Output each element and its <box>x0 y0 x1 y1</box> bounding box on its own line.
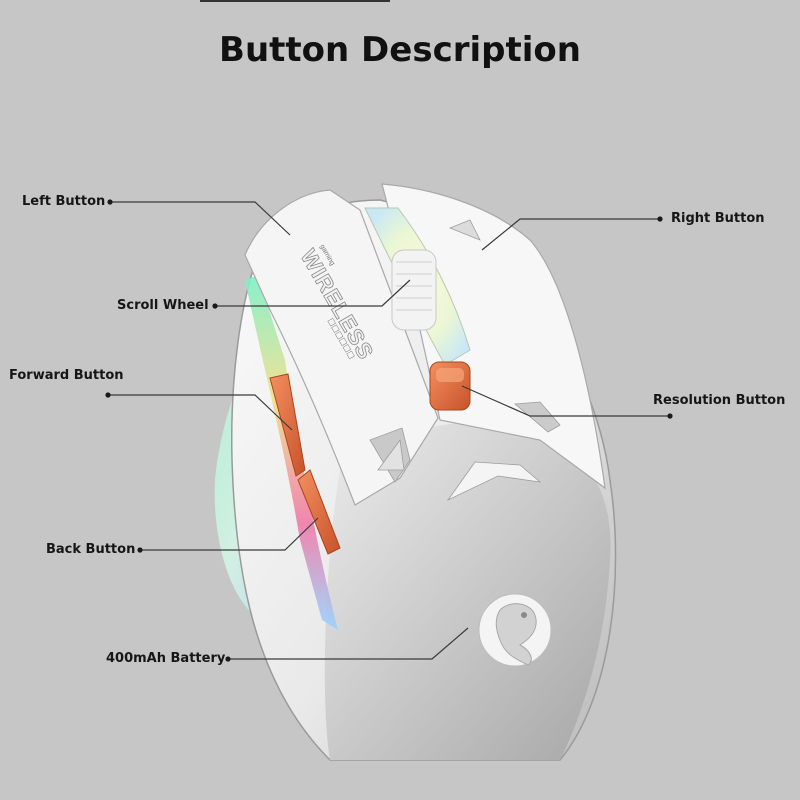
chevron-logo-right-icon <box>446 219 561 502</box>
dragon-logo-icon <box>478 593 552 667</box>
leader-battery <box>228 627 469 660</box>
label-scroll-wheel: Scroll Wheel <box>117 298 209 313</box>
resolution-button <box>429 361 471 411</box>
leader-forward-button <box>108 394 293 431</box>
back-button <box>297 469 341 555</box>
leader-scroll-wheel <box>215 279 411 307</box>
label-left-button: Left Button <box>22 194 106 209</box>
label-forward-button: Forward Button <box>9 368 124 383</box>
right-button-shell <box>381 183 606 490</box>
leader-left-button <box>110 201 291 236</box>
page-title: Button Description <box>219 30 581 70</box>
label-battery: 400mAh Battery <box>106 651 226 666</box>
top-edge-line <box>200 0 390 2</box>
label-right-button: Right Button <box>671 211 765 226</box>
callout-dots <box>105 199 673 662</box>
label-resolution-button: Resolution Button <box>653 393 786 408</box>
chevron-logo-left-icon <box>369 427 411 483</box>
label-back-button: Back Button <box>46 542 136 557</box>
palm-rest <box>324 422 611 760</box>
leader-back-button <box>140 517 319 551</box>
leader-resolution-button <box>461 385 670 417</box>
callout-lines <box>108 201 670 660</box>
leader-right-button <box>481 218 660 251</box>
scroll-wheel <box>391 249 437 331</box>
left-button-shell <box>244 189 439 506</box>
